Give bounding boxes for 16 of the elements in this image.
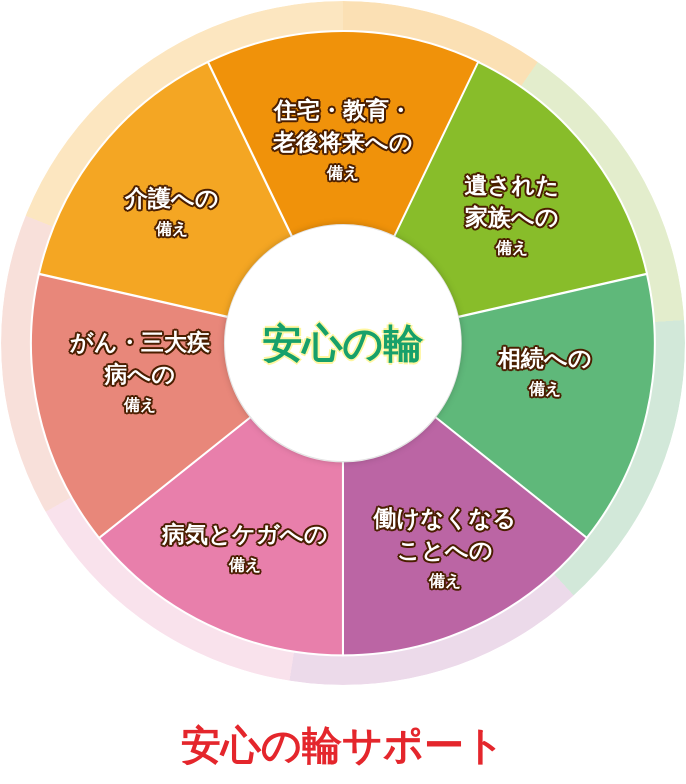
segment-subtext: 備え [326, 162, 360, 184]
segment-heading: 働けなくなることへの [372, 504, 518, 566]
center-title: 安心の輪 [262, 320, 424, 368]
segment-heading: 住宅・教育・老後将来への [272, 96, 414, 158]
segment-heading: 介護への [124, 184, 220, 214]
segment-heading: 病気とケガへの [160, 520, 329, 550]
caption-title: 安心の輪サポート [181, 722, 505, 771]
segment-subtext: 備え [528, 378, 562, 400]
segment-subtext: 備え [122, 394, 157, 416]
segment-subtext: 備え [494, 236, 529, 259]
segment-heading: 相続への [496, 344, 593, 374]
segment-heading: 遺された家族への [463, 172, 560, 233]
segment-subtext: 備え [154, 218, 189, 240]
segment-subtext: 備え [228, 554, 262, 576]
segment-heading: がん・三大疾病への [69, 328, 211, 390]
segment-subtext: 備え [428, 570, 462, 592]
